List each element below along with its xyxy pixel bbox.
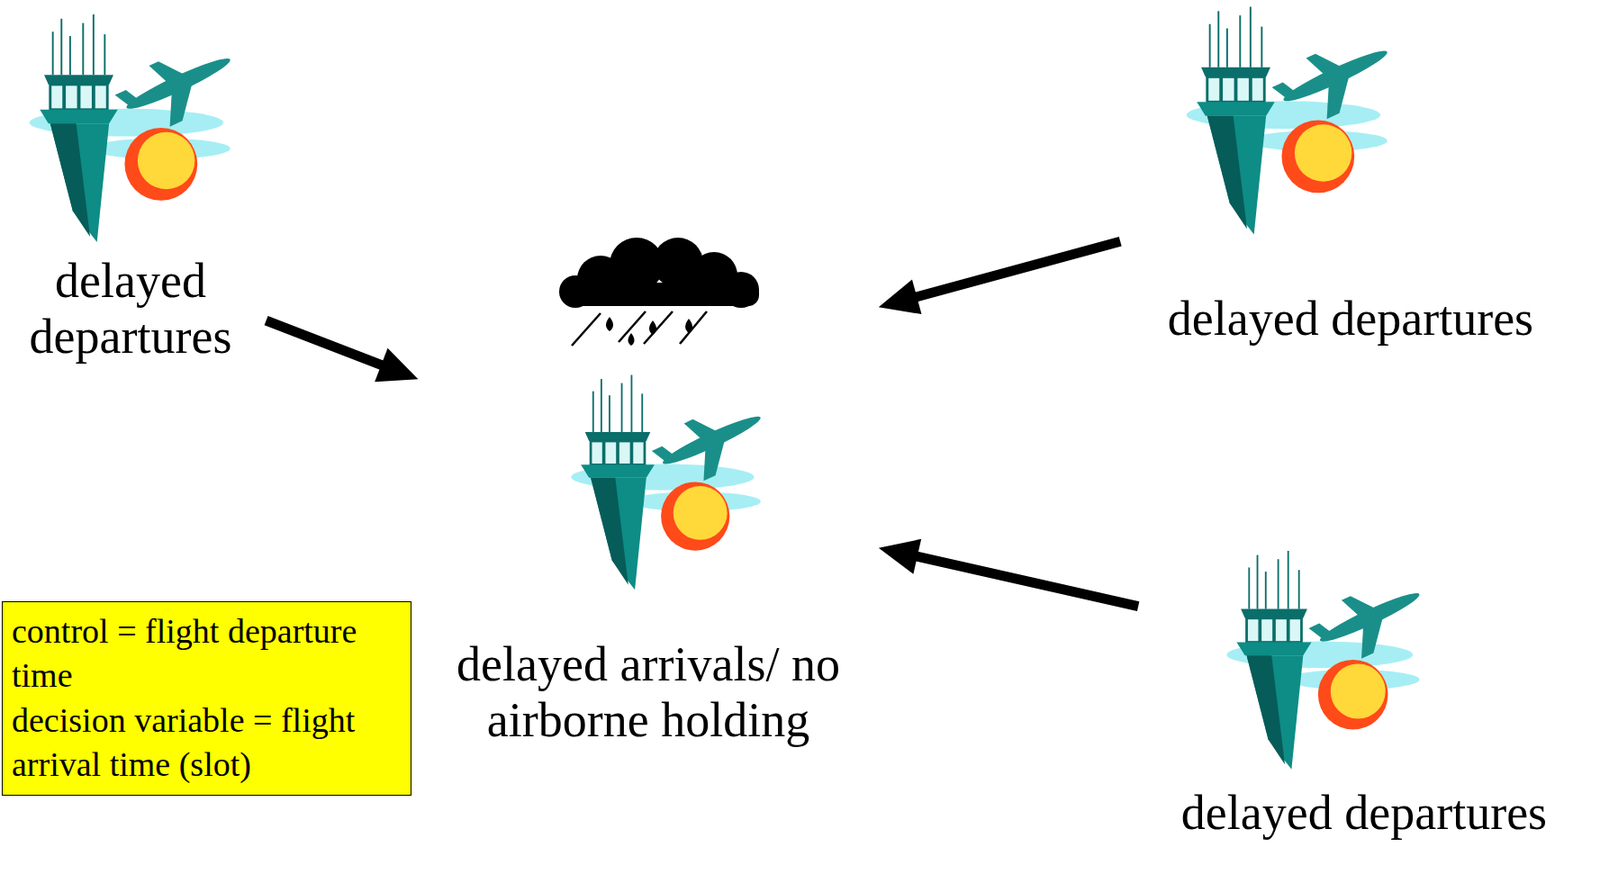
airport-icon <box>562 370 779 592</box>
airport-label: delayed departures <box>1143 785 1585 841</box>
airport-icon <box>1179 0 1405 239</box>
note-text: decision variable = flight arrival time … <box>11 698 402 788</box>
airport-icon <box>1220 538 1437 780</box>
airport-label: delayed arrivals/ no airborne holding <box>423 636 874 749</box>
flow-arrow <box>878 539 1139 607</box>
airport-node: delayed departures <box>0 4 262 365</box>
arrow-shaft <box>909 241 1121 299</box>
airport-label: delayed departures <box>0 253 262 365</box>
arrow-shaft <box>266 320 389 368</box>
airport-node: delayed departures <box>1125 0 1576 347</box>
storm-cloud <box>544 235 770 353</box>
airport-icon <box>22 4 248 250</box>
note-text: control = flight departure time <box>11 609 402 699</box>
flow-arrow <box>266 320 419 382</box>
flow-arrow <box>878 241 1121 315</box>
airport-label: delayed departures <box>1125 290 1576 347</box>
note-box: control = flight departure timedecision … <box>1 601 412 796</box>
arrow-head <box>878 539 922 575</box>
arrow-shaft <box>909 554 1139 606</box>
airport-node: delayed departures <box>1143 538 1585 841</box>
arrow-head <box>878 279 923 315</box>
arrow-head <box>374 348 418 382</box>
airport-node: delayed arrivals/ no airborne holding <box>423 235 874 749</box>
